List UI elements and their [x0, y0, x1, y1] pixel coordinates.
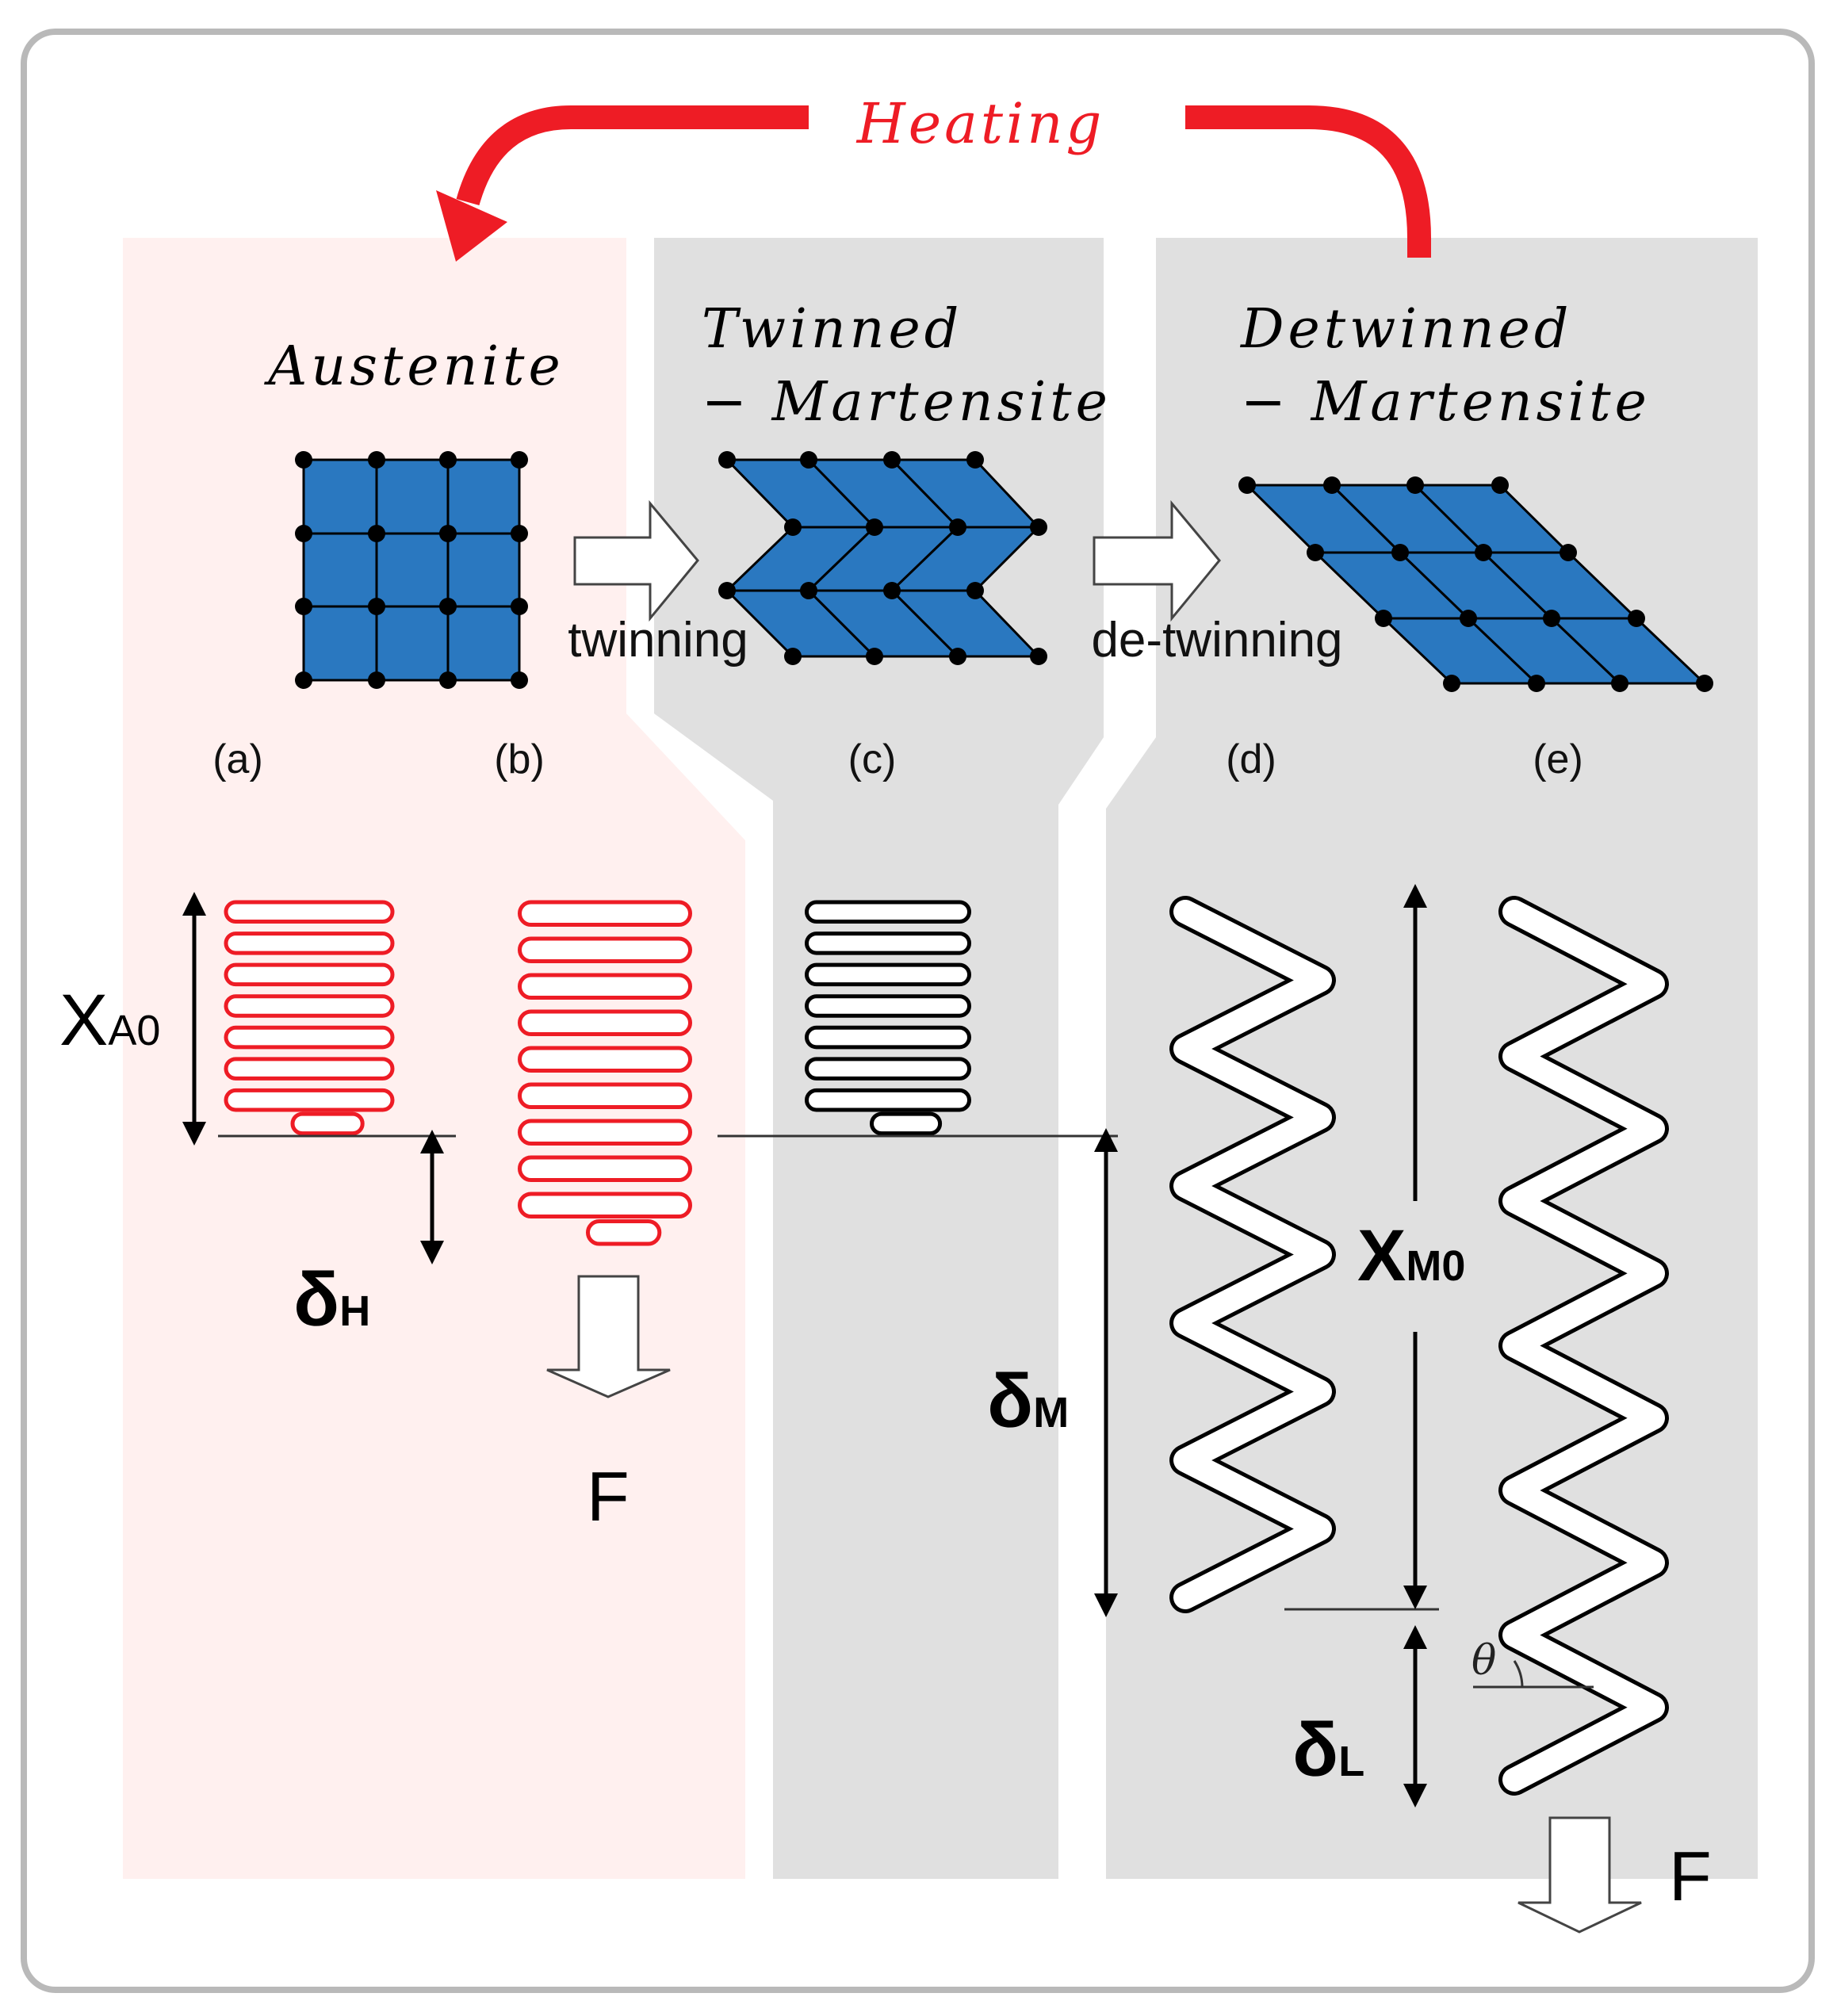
twinned-lattice-node — [883, 582, 901, 599]
austenite-lattice-node — [511, 671, 528, 689]
twinned-lattice-node — [784, 518, 802, 536]
austenite-lattice-node — [295, 451, 312, 469]
detwinning-label: de-twinning — [1091, 613, 1342, 668]
theta-label: θ — [1472, 1637, 1496, 1685]
austenite-lattice-node — [295, 671, 312, 689]
detwinned-lattice-node — [1460, 610, 1477, 627]
detwinned-lattice-node — [1391, 544, 1409, 561]
austenite-title: Austenite — [263, 335, 564, 398]
twinning-label: twinning — [568, 613, 748, 668]
heating-label: Heating — [855, 91, 1105, 156]
detwinned-lattice-node — [1528, 675, 1545, 692]
detwinned-lattice-node — [1560, 544, 1577, 561]
twinned-lattice-node — [866, 648, 883, 665]
twinned-lattice-node — [866, 518, 883, 536]
springs-group — [224, 896, 1669, 1796]
panel-label-e: (e) — [1533, 736, 1583, 782]
force-arrow-austenite — [546, 1275, 671, 1398]
xm0-label: XM0 — [1357, 1215, 1465, 1296]
deltal-label: δL — [1292, 1708, 1364, 1792]
austenite-spring-a — [224, 900, 395, 1136]
austenite-lattice-cell — [375, 605, 450, 682]
force-arrow-detwinned — [1517, 1816, 1642, 1934]
austenite-lattice — [295, 451, 528, 689]
panel-label-c: (c) — [848, 736, 897, 782]
twinned-martensite-lattice — [718, 451, 1047, 665]
austenite-lattice-node — [368, 451, 385, 469]
austenite-lattice-node — [511, 525, 528, 542]
detwinned-title-line1: Detwinned — [1239, 298, 1572, 361]
austenite-region — [123, 238, 745, 1879]
austenite-lattice-cell — [446, 532, 521, 608]
detwinned-lattice-node — [1406, 476, 1424, 494]
detwinned-lattice-node — [1611, 675, 1628, 692]
austenite-lattice-node — [439, 525, 457, 542]
detwinned-lattice-node — [1323, 476, 1341, 494]
austenite-lattice-cell — [446, 605, 521, 682]
austenite-lattice-cell — [446, 458, 521, 535]
austenite-lattice-node — [439, 671, 457, 689]
austenite-lattice-cell — [302, 532, 378, 608]
austenite-lattice-node — [511, 598, 528, 615]
austenite-lattice-node — [511, 451, 528, 469]
xa0-label: XA0 — [59, 980, 160, 1061]
austenite-lattice-node — [368, 525, 385, 542]
austenite-lattice-cell — [375, 532, 450, 608]
austenite-lattice-node — [295, 598, 312, 615]
twinned-lattice-node — [1030, 648, 1047, 665]
twinned-title-line2: − Martensite — [702, 371, 1112, 434]
deltah-label: δH — [293, 1257, 370, 1342]
detwinned-lattice-node — [1543, 610, 1560, 627]
austenite-lattice-cell — [375, 458, 450, 535]
detwinned-martensite-spring-d — [1169, 896, 1336, 1613]
austenite-spring-b — [518, 900, 692, 1246]
heating-arrow — [436, 105, 1431, 262]
austenite-lattice-node — [439, 451, 457, 469]
austenite-lattice-cell — [302, 458, 378, 535]
twinned-lattice-node — [949, 648, 966, 665]
twinned-lattice-node — [800, 582, 817, 599]
panel-label-b: (b) — [494, 736, 545, 782]
detwinned-martensite-spring-e — [1498, 896, 1669, 1796]
detwinned-lattice-node — [1491, 476, 1509, 494]
twinned-lattice-node — [949, 518, 966, 536]
force-label-austenite: F — [587, 1457, 630, 1536]
detwinned-title-line2: − Martensite — [1241, 371, 1651, 434]
detwinned-lattice-node — [1238, 476, 1256, 494]
panel-label-d: (d) — [1226, 736, 1276, 782]
austenite-lattice-node — [368, 671, 385, 689]
detwinned-lattice-node — [1475, 544, 1492, 561]
twinned-lattice-node — [718, 582, 736, 599]
austenite-lattice-node — [368, 598, 385, 615]
helix-angle-indicator — [1473, 1660, 1594, 1689]
twinned-lattice-node — [784, 648, 802, 665]
twinned-lattice-node — [883, 451, 901, 469]
twinned-martensite-spring-c — [805, 900, 971, 1136]
detwinned-lattice-node — [1375, 610, 1392, 627]
twinned-lattice-node — [800, 451, 817, 469]
detwinned-lattice-node — [1628, 610, 1645, 627]
twinning-arrow — [573, 499, 699, 622]
twinned-title-line1: Twinned — [702, 298, 963, 361]
twinned-lattice-node — [966, 451, 984, 469]
twinned-lattice-node — [718, 451, 736, 469]
detwinned-lattice-node — [1443, 675, 1460, 692]
detwinned-lattice-node — [1696, 675, 1713, 692]
austenite-lattice-cell — [302, 605, 378, 682]
detwinning-arrow — [1093, 499, 1221, 622]
austenite-lattice-node — [295, 525, 312, 542]
detwinned-lattice-node — [1307, 544, 1324, 561]
deltam-label: δM — [987, 1359, 1069, 1444]
austenite-lattice-node — [439, 598, 457, 615]
panel-label-a: (a) — [212, 736, 263, 782]
twinned-lattice-node — [1030, 518, 1047, 536]
force-label-detwinned: F — [1669, 1837, 1712, 1915]
detwinned-martensite-lattice — [1238, 476, 1713, 692]
twinned-lattice-node — [966, 582, 984, 599]
